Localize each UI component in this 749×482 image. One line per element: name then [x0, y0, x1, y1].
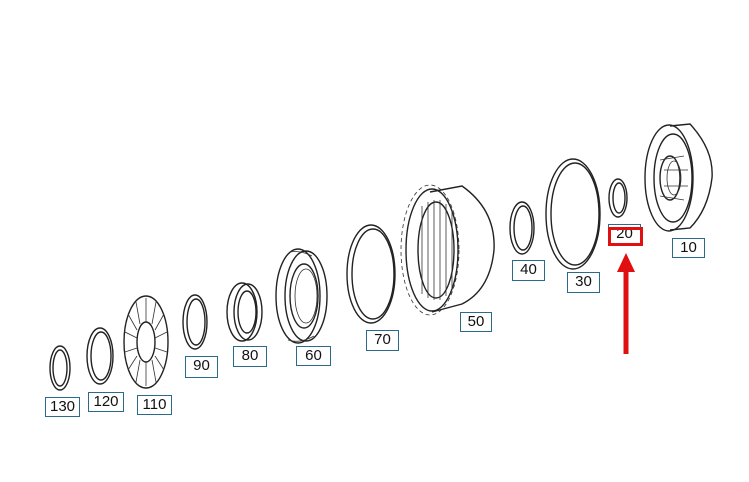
highlight-box-20 [608, 227, 643, 246]
part-90-ring [182, 294, 208, 350]
label-40: 40 [512, 260, 545, 281]
label-10: 10 [672, 238, 705, 258]
label-80: 80 [233, 346, 267, 367]
part-50-splined-hub [400, 184, 495, 316]
label-50: 50 [460, 312, 492, 332]
part-80-seal-ring [226, 282, 263, 342]
label-30: 30 [567, 272, 600, 293]
part-60-piston [275, 248, 328, 344]
label-110: 110 [137, 395, 172, 415]
part-40-ring [509, 201, 535, 255]
part-110-spring-plate [123, 295, 169, 389]
label-60: 60 [296, 346, 331, 366]
part-130-snap-ring [49, 345, 71, 391]
part-10-drum [644, 123, 713, 232]
label-120: 120 [88, 392, 124, 412]
part-20-small-ring [608, 178, 628, 218]
highlight-arrow [617, 253, 635, 354]
part-120-ring [86, 327, 114, 385]
label-70: 70 [366, 330, 399, 351]
part-70-ring [346, 224, 396, 324]
part-30-large-ring [545, 158, 601, 270]
label-90: 90 [185, 356, 218, 378]
label-130: 130 [45, 397, 80, 417]
